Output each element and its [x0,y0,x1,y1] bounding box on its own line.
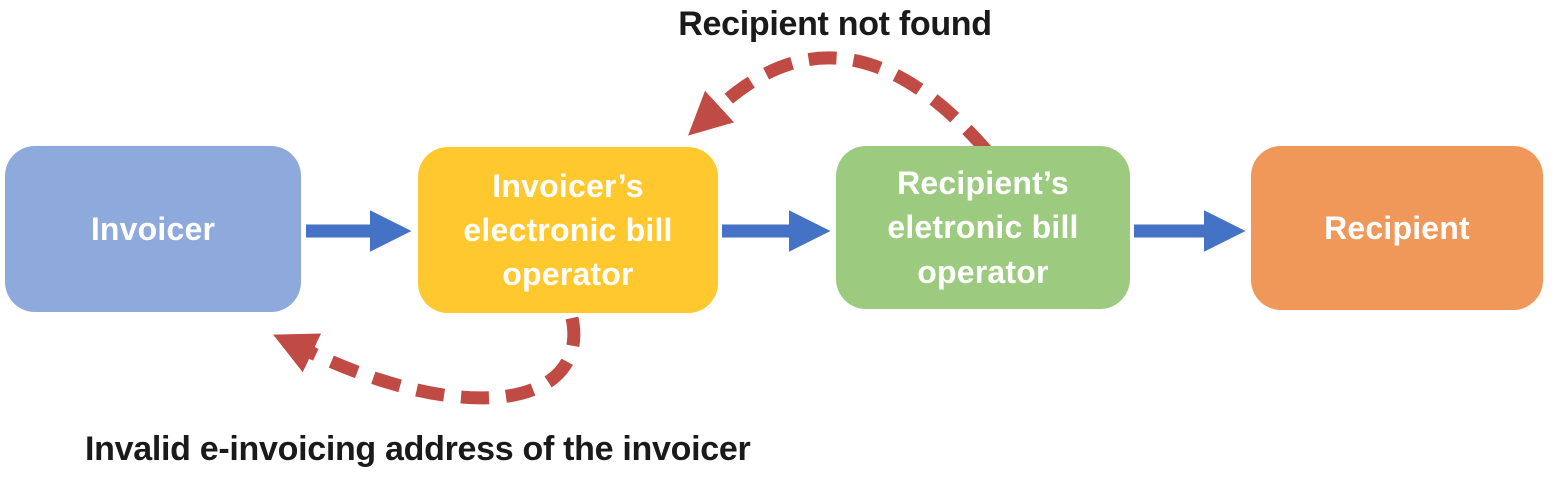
node-invoicer: Invoicer [5,146,301,312]
node-recipient-label: Recipient [1324,209,1470,246]
error-arrow-invalid-address [273,316,581,405]
node-recipient-ebill-operator: Recipient’s eletronic bill operator [836,146,1130,309]
error-arrow-recipient-not-found [688,51,991,155]
node-recipient-ebill-operator-label: Recipient’s eletronic bill operator [887,165,1079,290]
node-invoicer-ebill-operator-label: Invoicer’s electronic bill operator [463,167,673,293]
node-invoicer-label: Invoicer [90,210,216,247]
label-invalid-einvoicing-address: Invalid e-invoicing address of the invoi… [85,430,751,468]
node-recipient: Recipient [1251,146,1543,310]
label-recipient-not-found: Recipient not found [678,5,992,43]
node-invoicer-ebill-operator: Invoicer’s electronic bill operator [418,147,718,313]
